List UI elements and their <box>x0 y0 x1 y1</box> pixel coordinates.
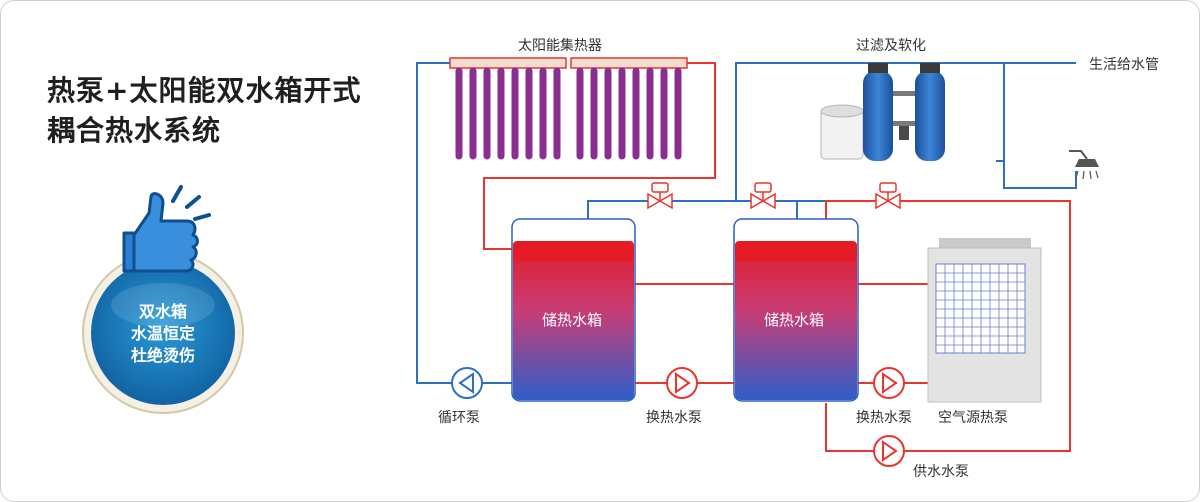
storage-tank-right <box>733 218 859 402</box>
air-source-heat-pump-label: 空气源热泵 <box>938 410 1008 426</box>
tank-right-label: 储热水箱 <box>764 311 825 329</box>
storage-tank-left <box>511 218 636 402</box>
badge-line-2: 水温恒定 <box>130 324 195 343</box>
hot-pipes <box>483 62 1071 452</box>
title-line-1: 热泵+太阳能双水箱开式 <box>47 74 362 107</box>
pump-icon <box>873 367 905 399</box>
valve-icon <box>875 182 901 210</box>
pump-icon <box>451 367 483 399</box>
filter-softener-equipment <box>820 63 945 161</box>
title-line-2: 耦合热水系统 <box>47 114 222 147</box>
filter-softener-label: 过滤及软化 <box>856 38 926 54</box>
badge-line-3: 杜绝烫伤 <box>130 346 195 365</box>
badge-text: 双水箱 水温恒定 杜绝烫伤 <box>89 301 237 367</box>
air-source-heat-pump-unit <box>927 238 1042 403</box>
collector-tubes-right <box>576 67 682 160</box>
shower-icon <box>1069 150 1099 180</box>
badge-line-1: 双水箱 <box>138 302 187 321</box>
solar-collector-label: 太阳能集热器 <box>518 38 602 54</box>
collector-tubes-left <box>455 67 561 160</box>
pump-icon <box>666 367 698 399</box>
solar-collector <box>449 57 688 160</box>
heat-exchange-pump-2-label: 换热水泵 <box>856 410 912 426</box>
heat-exchange-pump-1-label: 换热水泵 <box>646 410 702 426</box>
valve-icon <box>750 182 776 210</box>
tank-left-label: 储热水箱 <box>542 311 603 329</box>
supply-pump-label: 供水水泵 <box>913 464 969 480</box>
thumbs-up-icon <box>122 185 211 273</box>
pump-icon <box>873 435 905 467</box>
valve-icon <box>647 182 673 210</box>
page-title: 热泵+太阳能双水箱开式 耦合热水系统 <box>47 71 361 151</box>
circulation-pump-label: 循环泵 <box>438 410 480 426</box>
domestic-supply-label: 生活给水管 <box>1089 57 1159 73</box>
